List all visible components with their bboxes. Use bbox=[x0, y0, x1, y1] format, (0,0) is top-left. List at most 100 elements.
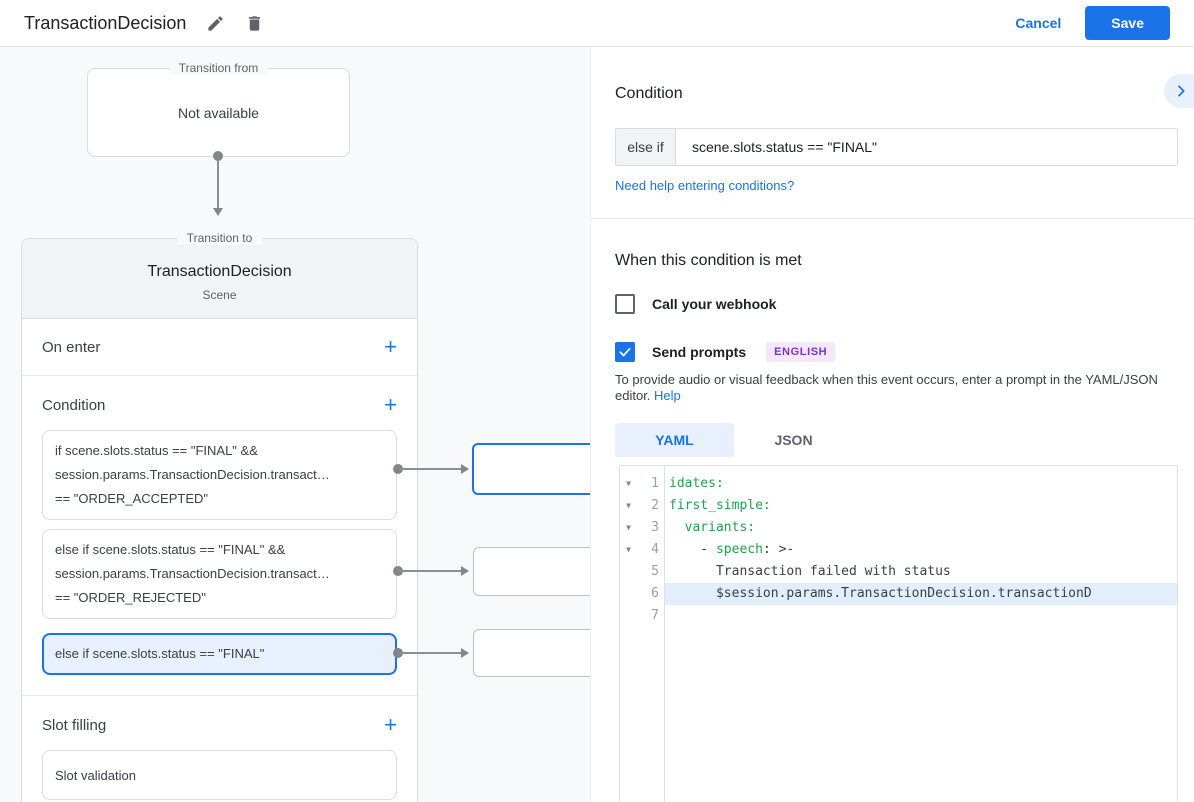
page-title: TransactionDecision bbox=[24, 12, 187, 33]
fold-spacer bbox=[620, 605, 637, 627]
line-number: 6 bbox=[651, 586, 659, 601]
chevron-right-icon bbox=[1178, 85, 1185, 97]
line-number: 2 bbox=[651, 498, 659, 513]
condition-text: if scene.slots.status == "FINAL" && bbox=[55, 443, 258, 458]
connector-line bbox=[399, 570, 461, 572]
code-token: - bbox=[669, 542, 716, 557]
code-line[interactable]: first_simple: bbox=[665, 495, 1177, 517]
condition-input-group: else if bbox=[615, 128, 1178, 166]
condition-prefix-label: else if bbox=[616, 129, 676, 165]
code-line[interactable]: variants: bbox=[665, 517, 1177, 539]
top-bar: TransactionDecision Cancel Save bbox=[0, 0, 1194, 47]
cancel-button[interactable]: Cancel bbox=[1015, 15, 1062, 31]
condition-card[interactable]: else if scene.slots.status == "FINAL" &&… bbox=[42, 529, 397, 619]
code-token: first_simple: bbox=[669, 498, 771, 513]
edit-icon[interactable] bbox=[206, 14, 225, 33]
send-prompts-row: Send prompts ENGLISH bbox=[615, 342, 1178, 362]
connector-line bbox=[399, 468, 461, 470]
send-prompts-checkbox[interactable] bbox=[615, 342, 635, 362]
transition-from-legend: Transition from bbox=[168, 61, 269, 75]
on-enter-label: On enter bbox=[42, 338, 101, 356]
connector-line bbox=[399, 652, 461, 654]
fold-spacer bbox=[620, 561, 637, 583]
arrow-right-icon bbox=[461, 648, 469, 658]
transition-target-node[interactable] bbox=[472, 443, 590, 495]
code-token: : >- bbox=[762, 542, 795, 557]
connector-dot bbox=[393, 464, 403, 474]
code-token: speech bbox=[715, 542, 763, 557]
condition-text: else if scene.slots.status == "FINAL" && bbox=[55, 542, 286, 557]
code-line[interactable]: idates: bbox=[665, 473, 1177, 495]
arrow-right-icon bbox=[461, 566, 469, 576]
connector-dot bbox=[213, 151, 223, 161]
condition-card[interactable]: if scene.slots.status == "FINAL" && sess… bbox=[42, 430, 397, 520]
collapse-panel-button[interactable] bbox=[1164, 74, 1194, 108]
on-enter-row: On enter + bbox=[22, 319, 417, 376]
prompt-hint: To provide audio or visual feedback when… bbox=[615, 372, 1178, 404]
code-line[interactable]: $session.params.TransactionDecision.tran… bbox=[665, 583, 1177, 605]
help-link[interactable]: Help bbox=[654, 388, 681, 403]
transition-from-box: Transition from Not available bbox=[87, 61, 350, 157]
slot-validation-label: Slot validation bbox=[55, 767, 136, 783]
webhook-label: Call your webhook bbox=[652, 296, 777, 312]
condition-card-selected[interactable]: else if scene.slots.status == "FINAL" bbox=[42, 633, 397, 675]
code-line[interactable]: Transaction failed with status bbox=[665, 561, 1177, 583]
arrow-right-icon bbox=[461, 464, 469, 474]
fold-toggle-icon[interactable]: ▼ bbox=[626, 479, 631, 488]
scene-subtitle: Scene bbox=[202, 288, 237, 302]
fold-toggle-icon[interactable]: ▼ bbox=[626, 523, 631, 532]
connector-dot bbox=[393, 648, 403, 658]
prompt-hint-text: To provide audio or visual feedback when… bbox=[615, 372, 1158, 403]
fold-toggle-icon[interactable]: ▼ bbox=[626, 545, 631, 554]
slot-filling-label: Slot filling bbox=[42, 716, 107, 734]
tab-json[interactable]: JSON bbox=[734, 423, 853, 457]
transition-target-node[interactable] bbox=[473, 547, 590, 596]
line-number: 5 bbox=[651, 564, 659, 579]
slot-filling-section: Slot filling + Slot validation bbox=[22, 696, 417, 802]
add-slot-button[interactable]: + bbox=[384, 712, 397, 737]
code-token: variants: bbox=[684, 520, 756, 535]
transition-target-node[interactable] bbox=[473, 629, 590, 677]
line-number: 3 bbox=[651, 520, 659, 535]
transition-from-value: Not available bbox=[178, 104, 259, 121]
divider bbox=[591, 218, 1194, 219]
condition-input[interactable] bbox=[676, 129, 1177, 165]
save-button[interactable]: Save bbox=[1085, 6, 1170, 40]
scene-graph-canvas: Transition from Not available Transition… bbox=[0, 47, 590, 802]
fold-toggle-icon[interactable]: ▼ bbox=[626, 501, 631, 510]
condition-text: session.params.TransactionDecision.trans… bbox=[55, 566, 330, 581]
condition-text: == "ORDER_REJECTED" bbox=[55, 590, 206, 605]
code-line[interactable]: - speech: >- bbox=[665, 539, 1177, 561]
code-token bbox=[669, 520, 685, 535]
transition-to-card: Transition to TransactionDecision Scene … bbox=[21, 231, 418, 802]
condition-section: Condition + if scene.slots.status == "FI… bbox=[22, 376, 417, 696]
condition-text: == "ORDER_ACCEPTED" bbox=[55, 491, 208, 506]
code-token: Transaction failed with status bbox=[669, 564, 951, 579]
tab-yaml[interactable]: YAML bbox=[615, 423, 734, 457]
connector-line bbox=[217, 160, 219, 208]
code-line[interactable] bbox=[665, 605, 1177, 627]
language-badge: ENGLISH bbox=[766, 342, 836, 362]
editor-tabs: YAML JSON bbox=[615, 423, 1178, 457]
editor-code-area[interactable]: idates: first_simple: variants: - speech:… bbox=[665, 466, 1177, 802]
condition-text: session.params.TransactionDecision.trans… bbox=[55, 467, 330, 482]
line-number: 1 bbox=[651, 476, 659, 491]
add-on-enter-button[interactable]: + bbox=[384, 334, 397, 359]
slot-validation-card[interactable]: Slot validation bbox=[42, 750, 397, 800]
scene-title: TransactionDecision bbox=[147, 263, 292, 280]
webhook-checkbox[interactable] bbox=[615, 294, 635, 314]
condition-section-label: Condition bbox=[42, 396, 106, 414]
condition-detail-panel: Condition else if Need help entering con… bbox=[590, 47, 1194, 802]
connector-dot bbox=[393, 566, 403, 576]
delete-icon[interactable] bbox=[245, 14, 264, 33]
add-condition-button[interactable]: + bbox=[384, 392, 397, 417]
when-condition-heading: When this condition is met bbox=[615, 252, 802, 269]
condition-text: else if scene.slots.status == "FINAL" bbox=[55, 646, 265, 661]
transition-to-legend: Transition to bbox=[176, 231, 263, 245]
condition-help-link[interactable]: Need help entering conditions? bbox=[615, 178, 795, 193]
scene-header: TransactionDecision Scene bbox=[22, 239, 417, 319]
code-token: idates: bbox=[669, 476, 724, 491]
send-prompts-label: Send prompts bbox=[652, 344, 747, 360]
